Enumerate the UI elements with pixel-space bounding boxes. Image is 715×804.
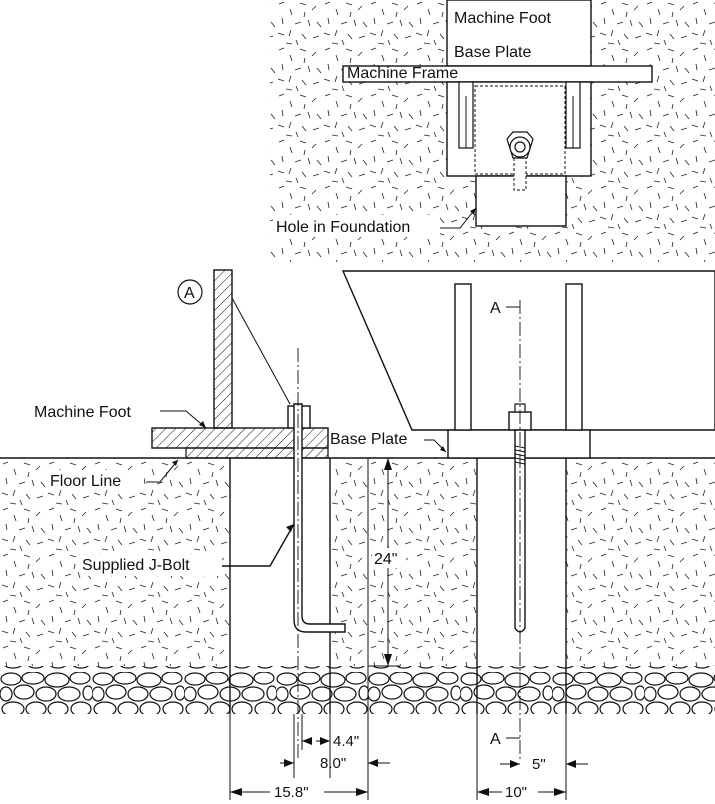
right-slot-right — [565, 283, 583, 431]
label-hole-bg — [274, 215, 440, 237]
leader-j-bolt — [222, 523, 295, 567]
label-floor-line: Floor Line — [50, 473, 121, 490]
leader-hole — [440, 207, 477, 229]
dim-8-0-arrow-r — [368, 759, 378, 767]
leader-floor-line — [146, 459, 179, 483]
dim-10-arrow-r — [554, 788, 566, 796]
label-machine-foot: Machine Foot — [34, 404, 131, 421]
dimensions: 24" 4.4" 8.0" 15.8" 5" — [229, 457, 588, 801]
label-section-a-bottom: A — [490, 731, 501, 748]
dim-right-width: 10" — [505, 784, 527, 801]
ground — [0, 457, 715, 714]
hole-left — [230, 458, 330, 666]
dim-hole-width: 15.8" — [274, 784, 309, 801]
dim-8-0-arrow-l — [284, 759, 294, 767]
right-slot-left — [454, 283, 472, 431]
gravel-layer — [0, 666, 715, 714]
top-bolt-head — [514, 141, 526, 153]
dim-5-arrow-r — [566, 760, 576, 768]
dim-4-4-arrow-r — [320, 737, 330, 745]
dim-depth: 24" — [374, 551, 397, 568]
leader-floor-arrow — [172, 460, 178, 466]
dim-15-8-arrow-l — [230, 788, 242, 796]
leader-j-bolt-arrow — [286, 524, 294, 532]
label-supplied-j-bolt: Supplied J-Bolt — [82, 557, 190, 574]
soil-right — [566, 458, 715, 666]
leader-base-plate-arrow — [440, 446, 446, 452]
label-machine-frame: Machine Frame — [347, 65, 458, 82]
label-hole-in-foundation: Hole in Foundation — [276, 219, 410, 236]
top-machine-foot — [446, 0, 592, 67]
depth-arrow-top — [384, 458, 392, 470]
leader-detail-a — [231, 297, 291, 405]
machine-body — [341, 270, 715, 431]
dim-edge-offset: 4.4" — [333, 733, 359, 750]
label-base-plate-top: Base Plate — [454, 44, 531, 61]
depth-arrow-bottom — [384, 654, 392, 666]
top-bolt-shank — [513, 157, 527, 191]
leader-hole-arrow — [470, 208, 476, 215]
label-floor-line-bg — [48, 470, 144, 490]
left-section-view: A Machine Foot Floor Line Supplied J-Bol… — [34, 269, 447, 760]
base-plate-section — [185, 447, 329, 459]
label-section-a-top: A — [490, 300, 501, 317]
detail-a-marker — [177, 279, 203, 305]
top-view: Machine Foot Base Plate Machine Frame Ho… — [270, 0, 715, 262]
dim-right-offset: 5" — [532, 756, 546, 773]
leader-machine-foot — [160, 410, 207, 429]
leader-machine-foot-arrow — [199, 421, 206, 428]
label-j-bolt-bg — [80, 554, 222, 576]
dim-bolt-offset: 8.0" — [320, 755, 346, 772]
foot-vertical — [213, 269, 233, 429]
right-front-view: A A — [341, 270, 715, 760]
depth-text-bg — [372, 548, 406, 568]
dim-5-arrow-l — [510, 760, 520, 768]
dim-15-8-arrow-r — [356, 788, 368, 796]
dim-10-arrow-l — [477, 788, 489, 796]
label-base-plate: Base Plate — [330, 431, 407, 448]
detail-a-text: A — [184, 285, 195, 302]
j-bolt — [293, 403, 346, 633]
label-machine-foot-top: Machine Foot — [454, 10, 551, 27]
